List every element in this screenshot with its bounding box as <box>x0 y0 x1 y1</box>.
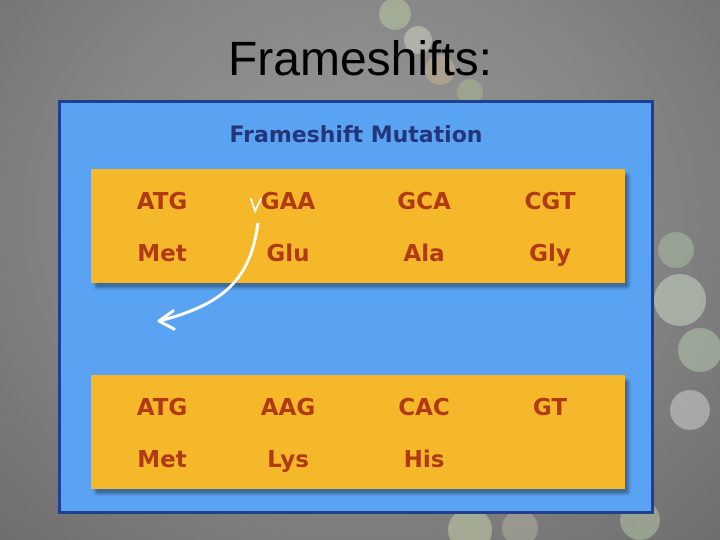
mutated-amino-acid-2: Lys <box>267 447 309 473</box>
original-codon-3: GCA <box>397 189 451 215</box>
frameshift-diagram-panel: Frameshift Mutation ATG GAA GCA CGT Met … <box>58 100 654 514</box>
original-codon-4: CGT <box>524 189 576 215</box>
mutated-amino-acid-1: Met <box>137 447 187 473</box>
mutated-sequence-box: ATG AAG CAC GT Met Lys His <box>91 375 625 489</box>
original-amino-acid-1: Met <box>137 241 187 267</box>
mutated-amino-acid-3: His <box>403 447 445 473</box>
original-codon-1: ATG <box>136 189 188 215</box>
original-amino-acid-4: Gly <box>529 241 571 267</box>
original-amino-acid-3: Ala <box>403 241 445 267</box>
original-amino-acid-2: Glu <box>266 241 310 267</box>
mutated-codon-2: AAG <box>260 395 316 421</box>
diagram-title: Frameshift Mutation <box>229 123 483 148</box>
original-codon-2: GAA <box>260 189 316 215</box>
mutated-codon-1: ATG <box>136 395 188 421</box>
mutated-codon-3: CAC <box>398 395 450 421</box>
original-sequence-box: ATG GAA GCA CGT Met Glu Ala Gly <box>91 169 625 283</box>
mutated-codon-4: GT <box>532 395 568 421</box>
slide-title: Frameshifts: <box>227 33 493 86</box>
